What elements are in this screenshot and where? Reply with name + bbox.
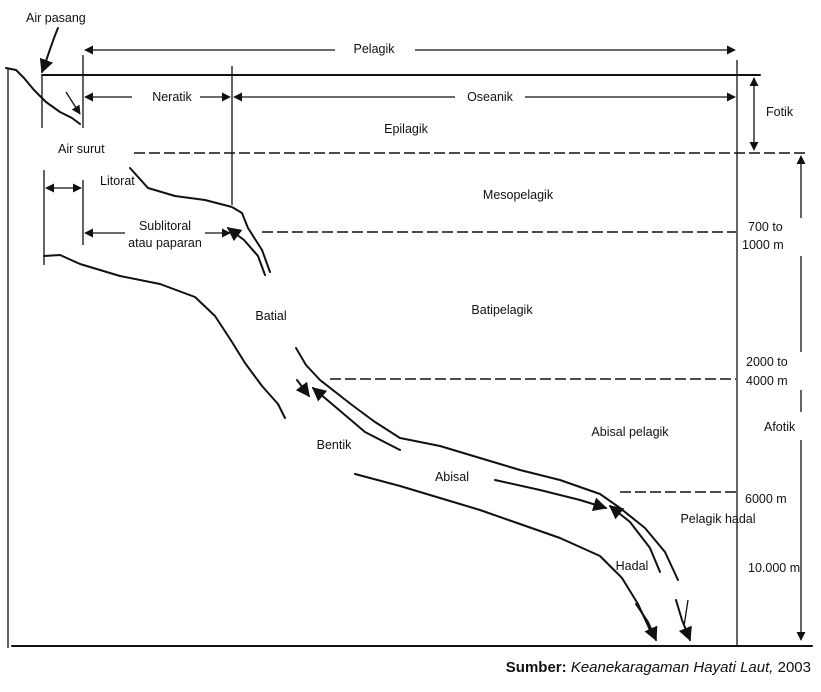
coast-slope: [5, 67, 81, 125]
label-bentik: Bentik: [317, 438, 352, 452]
continental-slope: [43, 254, 286, 419]
hadal-arrow-down: [635, 603, 658, 642]
label-pelagik: Pelagik: [354, 42, 396, 56]
bentik-arrow-up: [311, 387, 401, 451]
label-afotik: Afotik: [764, 420, 796, 434]
label-abisal-pelagik: Abisal pelagik: [591, 425, 669, 439]
label-depth-6000: 6000 m: [745, 492, 787, 506]
sublitoral-arrow: [226, 227, 266, 276]
abisal-arrow: [494, 479, 608, 511]
label-batipelagik: Batipelagik: [471, 303, 533, 317]
air-pasang-arrow: [39, 27, 59, 74]
pointer-arrows: [39, 27, 692, 642]
source-title: Keanekaragaman Hayati Laut,: [570, 659, 774, 676]
depth-label-2000-backing: [744, 352, 802, 390]
depth-label-6000-backing: [744, 490, 792, 508]
abyssal-plain-lower: [354, 473, 651, 631]
label-hadal: Hadal: [616, 559, 649, 573]
label-depth-2000-line1: 2000 to: [746, 355, 788, 369]
label-pelagik-hadal: Pelagik hadal: [680, 512, 755, 526]
trench-arrow: [675, 599, 692, 642]
abyssal-slope-upper: [295, 347, 679, 581]
source-year: 2003: [777, 659, 811, 676]
label-air-surut: Air surut: [58, 142, 105, 156]
shelf-edge-curve: [129, 167, 271, 273]
label-depth-10000: 10.000 m: [748, 561, 800, 575]
depth-label-700-backing: [746, 218, 802, 256]
label-batial: Batial: [255, 309, 286, 323]
label-neratik: Neratik: [152, 90, 192, 104]
label-depth-2000-line2: 4000 m: [746, 374, 788, 388]
depth-boundaries: [134, 152, 808, 493]
trench-wall: [683, 599, 689, 627]
label-fotik: Fotik: [766, 105, 794, 119]
zone-spans: [45, 45, 736, 238]
vertical-ticks: [41, 55, 233, 265]
frame: [7, 60, 813, 648]
seafloor-profile: [5, 67, 679, 631]
label-oseanik: Oseanik: [467, 90, 514, 104]
label-air-pasang: Air pasang: [26, 11, 86, 25]
label-sublitoral-line2: atau paparan: [128, 236, 202, 250]
bentik-arrow-down: [295, 379, 310, 398]
afotik-label-backing: [750, 412, 802, 440]
hadal-arrow-up: [608, 505, 661, 573]
label-sublitoral-line1: Sublitoral: [139, 219, 191, 233]
air-surut-pointer: [65, 91, 81, 115]
source-citation: Sumber: Keanekaragaman Hayati Laut, 2003: [506, 659, 811, 676]
source-label: Sumber:: [505, 659, 567, 676]
label-mesopelagik: Mesopelagik: [483, 188, 554, 202]
label-abisal: Abisal: [435, 470, 469, 484]
label-litorat: Litorat: [100, 174, 135, 188]
zone-labels: Air pasang Air surut Pelagik Neratik Ose…: [26, 11, 800, 575]
label-depth-700-line1: 700 to: [748, 220, 783, 234]
label-epilagik: Epilagik: [384, 122, 429, 136]
label-depth-700-line2: 1000 m: [742, 238, 784, 252]
